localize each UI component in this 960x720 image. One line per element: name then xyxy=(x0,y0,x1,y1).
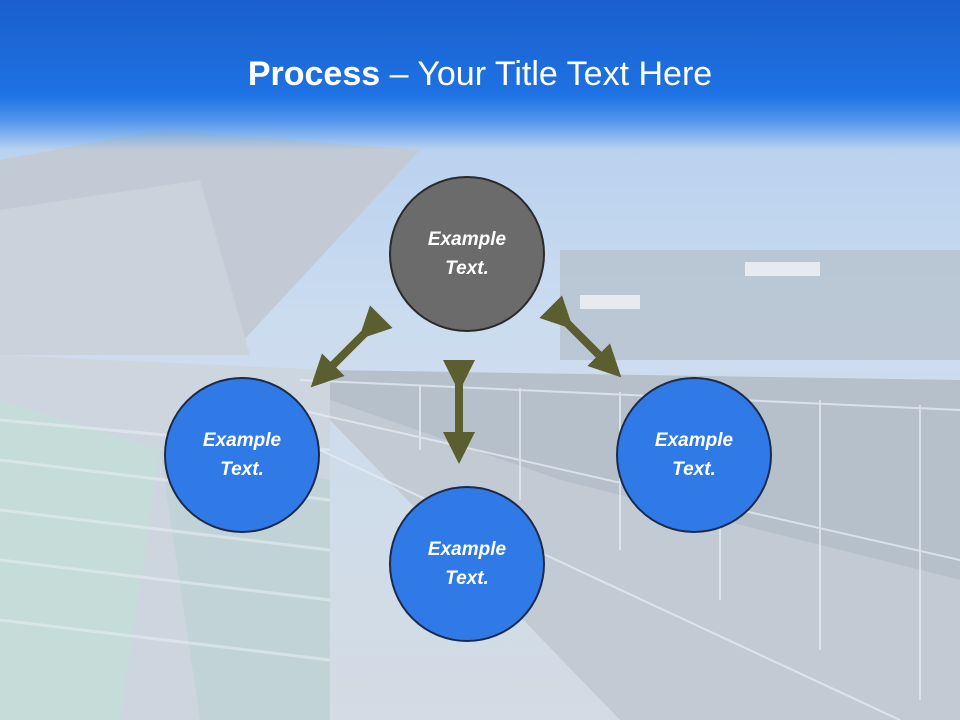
title-bar xyxy=(0,0,960,150)
arrow-top-left xyxy=(310,305,393,388)
title-rest: – Your Title Text Here xyxy=(380,55,713,93)
background-photo xyxy=(0,120,960,720)
node-right[interactable]: Example Text. xyxy=(616,377,772,533)
slide-title: Process – Your Title Text Here xyxy=(0,52,960,96)
title-bold: Process xyxy=(247,55,381,93)
arrow-top-right xyxy=(539,295,622,378)
node-top[interactable]: Example Text. xyxy=(389,176,545,332)
node-left-label: Example Text. xyxy=(202,430,282,480)
node-bottom[interactable]: Example Text. xyxy=(389,486,545,642)
node-bottom-label: Example Text. xyxy=(427,539,507,589)
node-right-label: Example Text. xyxy=(654,430,734,480)
node-left[interactable]: Example Text. xyxy=(164,377,320,533)
node-top-label: Example Text. xyxy=(427,229,507,279)
